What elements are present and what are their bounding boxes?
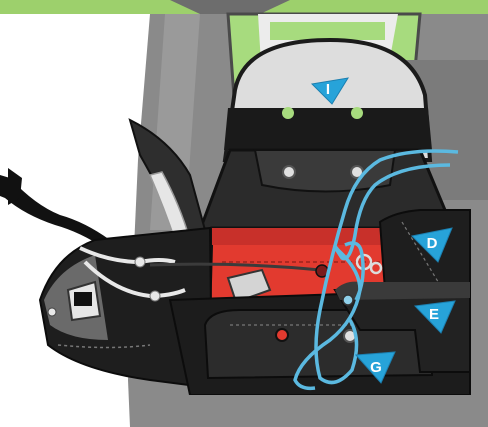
dome-screw-hole-left bbox=[282, 107, 294, 119]
dome-screw-hole-right bbox=[351, 107, 363, 119]
green-panel-slot bbox=[270, 22, 385, 40]
cable-connector-lower bbox=[150, 291, 160, 301]
plate-E-top bbox=[335, 282, 470, 300]
left-housing-screw bbox=[48, 308, 56, 316]
dome-band bbox=[224, 108, 432, 150]
cable-connector-upper bbox=[135, 257, 145, 267]
marker-i-label: I bbox=[326, 81, 330, 98]
bracket-screw-hole-left bbox=[283, 166, 295, 178]
window-slot bbox=[74, 292, 92, 306]
bottom-frame-band bbox=[130, 395, 488, 427]
marker-d-label: D bbox=[427, 235, 438, 252]
connector-ring-3 bbox=[343, 295, 353, 305]
red-indicator-dot bbox=[276, 329, 288, 341]
red-pad-shade bbox=[212, 228, 392, 245]
marker-g-label: G bbox=[370, 359, 382, 376]
marker-e-label: E bbox=[429, 306, 439, 323]
plate-D bbox=[380, 210, 470, 290]
